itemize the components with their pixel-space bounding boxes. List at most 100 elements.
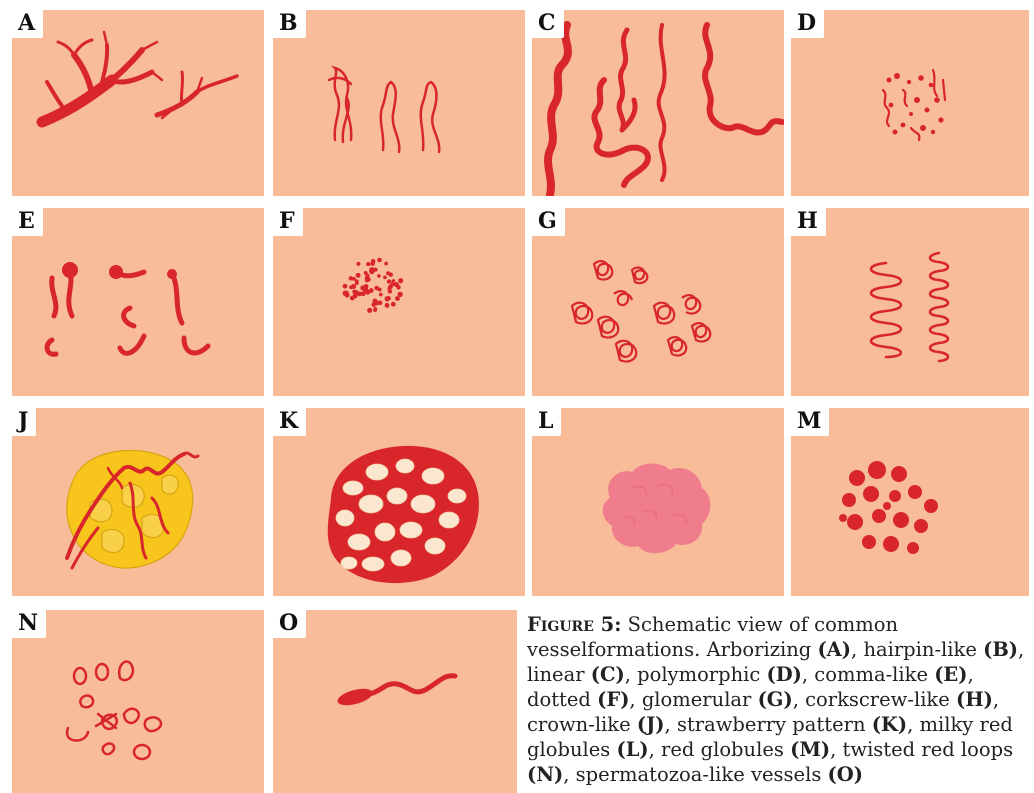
dotted-vessel-dot <box>366 262 370 266</box>
panel-j-crown: J <box>12 408 264 596</box>
panel-label: L <box>532 408 561 436</box>
caption-panel-ref: (E) <box>934 663 967 686</box>
panel-label: B <box>273 10 306 38</box>
dotted-vessel-dot <box>351 284 356 289</box>
panel-label: O <box>273 610 306 638</box>
dotted-vessel-dot <box>361 291 366 296</box>
dotted-vessel-dot <box>389 273 393 277</box>
dotted-vessel-dot <box>371 259 376 264</box>
hairpin-vessels-illustration <box>273 10 525 196</box>
arborizing-vessels-illustration <box>12 10 264 196</box>
caption-panel-ref: (C) <box>591 663 625 686</box>
twisted-red-loops-illustration <box>12 610 264 793</box>
panel-e-comma: E <box>12 208 264 396</box>
caption-text: Schematic view of common vesselformation… <box>527 613 1024 786</box>
dotted-vessel-dot <box>387 296 391 300</box>
caption-fragment: , glomerular <box>629 688 757 711</box>
dotted-vessel-dot <box>377 258 382 263</box>
dotted-vessel-dot <box>356 273 361 278</box>
dotted-vessel-dot <box>384 262 388 266</box>
panel-label: D <box>791 10 824 38</box>
panel-label: C <box>532 10 564 38</box>
caption-panel-ref: (N) <box>527 763 563 786</box>
caption-panel-ref: (G) <box>758 688 793 711</box>
dotted-vessel-dot <box>363 286 368 291</box>
dotted-vessel-dot <box>356 262 360 266</box>
panel-label: A <box>12 10 43 38</box>
dotted-vessel-dot <box>397 292 402 297</box>
caption-fragment: , twisted red loops <box>830 738 1013 761</box>
strawberry-pattern-illustration <box>273 408 525 596</box>
dotted-vessels-illustration <box>273 208 525 396</box>
dotted-vessel-dot <box>369 267 374 272</box>
panel-label: F <box>273 208 303 236</box>
caption-fragment: , polymorphic <box>625 663 767 686</box>
caption-panel-ref: (M) <box>790 738 830 761</box>
crown-vessels-illustration <box>12 408 264 596</box>
panel-label: N <box>12 610 46 638</box>
panel-l-milky-red: L <box>532 408 784 596</box>
caption-panel-ref: (L) <box>616 738 648 761</box>
dotted-vessel-dot <box>366 274 370 278</box>
dotted-vessel-dot <box>395 283 399 287</box>
dotted-vessel-dot <box>343 284 348 289</box>
dotted-vessel-dot <box>387 279 391 283</box>
panel-o-spermatozoa: O <box>273 610 517 793</box>
panel-b-hairpin: B <box>273 10 525 196</box>
panel-label: K <box>273 408 306 436</box>
caption-fragment: , strawberry pattern <box>665 713 872 736</box>
glomerular-vessels-illustration <box>532 208 784 396</box>
caption-fragment: , spermatozoa-like vessels <box>563 763 827 786</box>
panel-f-dotted: F <box>273 208 525 396</box>
caption-panel-ref: (B) <box>983 638 1018 661</box>
polymorphic-vessels-illustration <box>791 10 1029 196</box>
dotted-vessel-dot <box>385 303 390 308</box>
caption-panel-ref: (J) <box>637 713 665 736</box>
panel-label: H <box>791 208 826 236</box>
caption-panel-ref: (H) <box>956 688 993 711</box>
comma-vessels-illustration <box>12 208 264 396</box>
dotted-vessel-dot <box>365 278 369 282</box>
figure-caption: Figure 5: Schematic view of common vesse… <box>527 612 1027 787</box>
panel-n-twisted-loops: N <box>12 610 264 793</box>
panel-label: G <box>532 208 565 236</box>
spermatozoa-vessels-illustration <box>273 610 517 793</box>
dotted-vessel-dot <box>392 279 396 283</box>
caption-panel-ref: (D) <box>767 663 802 686</box>
dotted-vessel-dot <box>373 308 377 312</box>
panel-h-corkscrew: H <box>791 208 1029 396</box>
corkscrew-vessels-illustration <box>791 208 1029 396</box>
dotted-vessel-dot <box>398 278 403 283</box>
linear-vessels-illustration <box>532 10 784 196</box>
dotted-vessel-dot <box>383 275 387 279</box>
red-globules-illustration <box>791 408 1029 596</box>
dotted-vessel-dot <box>391 302 396 307</box>
panel-label: J <box>12 408 36 436</box>
dotted-vessel-dot <box>355 281 359 285</box>
caption-fragment: , hairpin-like <box>851 638 983 661</box>
panel-k-strawberry: K <box>273 408 525 596</box>
figure-label: Figure 5: <box>527 613 621 636</box>
panel-g-glomerular: G <box>532 208 784 396</box>
dotted-vessel-dot <box>377 274 381 278</box>
dotted-vessel-dot <box>369 288 374 293</box>
panel-m-red-globules: M <box>791 408 1029 596</box>
caption-panel-ref: (K) <box>872 713 907 736</box>
dotted-vessel-dot <box>367 308 372 313</box>
dotted-vessel-dot <box>345 293 350 298</box>
caption-fragment: , comma-like <box>802 663 934 686</box>
dotted-vessel-dot <box>378 288 382 292</box>
dotted-vessel-dot <box>396 297 400 301</box>
caption-panel-ref: (A) <box>817 638 851 661</box>
panel-a-arborizing: A <box>12 10 264 196</box>
dotted-vessel-dot <box>372 299 377 304</box>
caption-fragment: , red globules <box>649 738 790 761</box>
dotted-vessel-dot <box>349 276 353 280</box>
panel-d-polymorphic: D <box>791 10 1029 196</box>
caption-fragment: , corkscrew-like <box>793 688 956 711</box>
panel-label: E <box>12 208 43 236</box>
dotted-vessel-dot <box>353 294 358 299</box>
dotted-vessel-dot <box>388 289 392 293</box>
caption-panel-ref: (F) <box>597 688 629 711</box>
dotted-vessel-dot <box>379 293 383 297</box>
